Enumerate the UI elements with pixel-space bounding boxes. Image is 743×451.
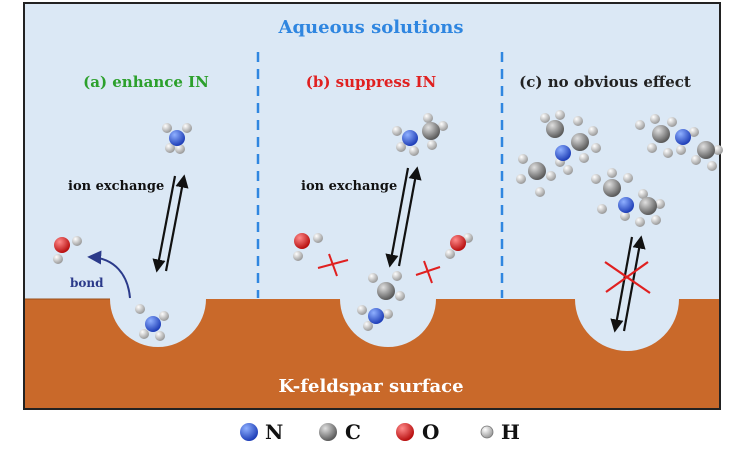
- ion-exchange-label-b: ion exchange: [301, 179, 397, 194]
- legend-item-h: H: [480, 420, 520, 444]
- water-molecule-a: [53, 236, 82, 264]
- legend-label-c: C: [345, 420, 361, 444]
- panel-a-title: (a) enhance IN: [83, 73, 209, 91]
- legend-item-n: N: [240, 420, 283, 444]
- tetramethylammonium-molecule: [516, 110, 601, 197]
- ammonium-molecule-solution: [162, 123, 192, 154]
- legend-item-c: C: [319, 420, 361, 444]
- ion-exchange-label-a: ion exchange: [68, 179, 164, 194]
- bond-label: bond: [70, 276, 104, 290]
- hydrogen-icon: [480, 425, 494, 439]
- panel-c-title: (c) no obvious effect: [519, 73, 691, 91]
- methylammonium-molecule-solution: [392, 113, 448, 156]
- bond-arrow: [87, 250, 131, 299]
- panel-b-title: (b) suppress IN: [306, 73, 437, 91]
- legend-label-h: H: [501, 420, 520, 444]
- dimethylammonium-molecule: [591, 168, 665, 227]
- exchange-arrows-a: [152, 174, 189, 273]
- trimethylammonium-molecule: [635, 114, 723, 171]
- feldspar-surface: [25, 299, 719, 408]
- legend-label-o: O: [422, 420, 439, 444]
- exchange-arrows-b: [385, 166, 422, 268]
- water-molecule-b-right: [445, 233, 473, 259]
- exchange-arrows-c: [610, 235, 646, 333]
- ammonium-molecule-surface: [135, 304, 169, 341]
- oxygen-icon: [396, 423, 414, 441]
- legend: N C O H: [240, 420, 520, 444]
- surface-label: K-feldspar surface: [278, 376, 463, 397]
- legend-item-o: O: [396, 420, 439, 444]
- cross-mark-c: [604, 261, 651, 294]
- solution-title: Aqueous solutions: [277, 17, 463, 38]
- cross-mark-left: [317, 253, 349, 277]
- cross-mark-right: [415, 260, 441, 284]
- nitrogen-icon: [240, 423, 258, 441]
- methylammonium-molecule-surface: [357, 271, 405, 331]
- legend-label-n: N: [265, 420, 283, 444]
- water-molecule-b-left: [293, 233, 323, 261]
- carbon-icon: [319, 423, 337, 441]
